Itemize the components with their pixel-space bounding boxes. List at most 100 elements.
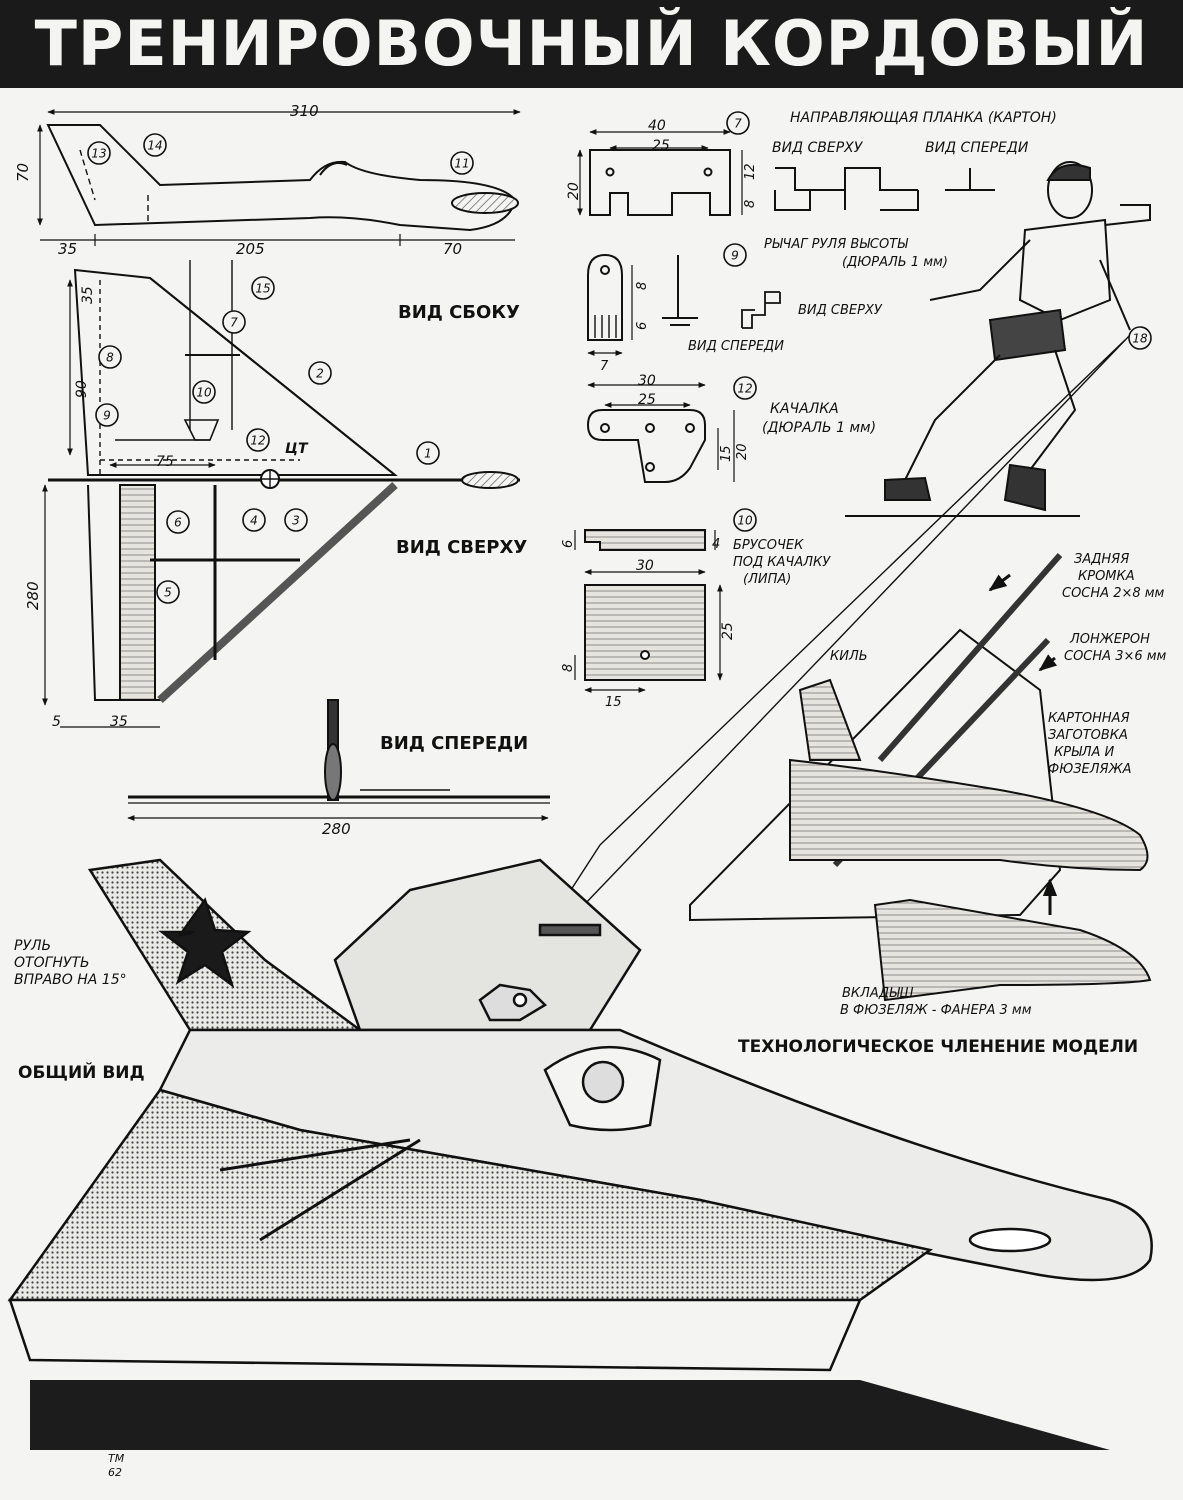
guide-dim-8: 8: [743, 200, 758, 208]
block-dim-8: 8: [561, 664, 576, 672]
bellcrank-title-line2: (ДЮРАЛЬ 1 мм): [762, 420, 876, 436]
publisher-mark-line2: 62: [108, 1466, 122, 1479]
top-view-drawing: [42, 260, 520, 728]
top-dim-280: 280: [24, 581, 42, 610]
rudder-note-line2: ОТОГНУТЬ: [14, 955, 90, 971]
block-dim-4: 4: [712, 537, 720, 552]
lever-dim-8: 8: [635, 282, 650, 290]
blank-line4: ФЮЗЕЛЯЖА: [1048, 762, 1131, 777]
fin-label: КИЛЬ: [830, 649, 868, 664]
callout-number-12: 12: [250, 434, 265, 448]
trailing-edge-line2: КРОМКА: [1078, 569, 1135, 584]
lever-title-line1: РЫЧАГ РУЛЯ ВЫСОТЫ: [764, 237, 909, 252]
spar-line2: СОСНА 3×6 мм: [1064, 649, 1167, 664]
side-view-label: ВИД СБОКУ: [398, 302, 520, 323]
top-dim-35: 35: [80, 286, 96, 304]
callout-number-8: 8: [106, 351, 114, 365]
callout-number-11: 11: [454, 157, 469, 171]
blank-line1: КАРТОННАЯ: [1048, 711, 1130, 726]
lever-title-line2: (ДЮРАЛЬ 1 мм): [842, 255, 948, 270]
rudder-note-line3: ВПРАВО НА 15°: [14, 972, 127, 988]
bellcrank-block-drawing: [574, 529, 723, 693]
side-dim-310: 310: [290, 102, 319, 120]
detail-number-7: 7: [734, 117, 742, 131]
side-view-drawing: [37, 109, 521, 246]
detail-number-12: 12: [737, 382, 752, 396]
callout-number-9: 9: [103, 409, 111, 423]
guide-dim-25: 25: [652, 138, 670, 154]
bellcrank-drawing: [586, 382, 735, 483]
block-dim-25: 25: [720, 622, 736, 640]
trailing-edge-line1: ЗАДНЯЯ: [1074, 552, 1129, 567]
lever-dim-7: 7: [600, 359, 609, 374]
callout-circle: [284, 508, 308, 532]
callout-circle: [733, 508, 757, 532]
callout-circle: [98, 345, 122, 369]
callout-number-1: 1: [424, 447, 432, 461]
top-dim-75: 75: [156, 454, 174, 470]
detail-number-10: 10: [737, 514, 753, 528]
side-dim-70-height: 70: [14, 163, 32, 182]
blank-line3: КРЫЛА И: [1054, 745, 1115, 760]
callout-number-6: 6: [174, 516, 182, 530]
bellcrank-dim-25: 25: [638, 392, 656, 408]
general-view-label: ОБЩИЙ ВИД: [18, 1061, 145, 1083]
callout-circle: [143, 133, 167, 157]
callout-number-3: 3: [292, 514, 300, 528]
guide-plate-drawing: [577, 129, 995, 216]
cg-label: ЦТ: [285, 441, 309, 457]
callout-number-18: 18: [1132, 332, 1148, 346]
spar-line1: ЛОНЖЕРОН: [1069, 632, 1150, 647]
callout-number-2: 2: [316, 367, 324, 381]
block-dim-15: 15: [605, 695, 622, 710]
callout-circle: [723, 243, 747, 267]
guide-title: НАПРАВЛЯЮЩАЯ ПЛАНКА (КАРТОН): [790, 110, 1057, 126]
callout-circle: [192, 380, 216, 404]
lever-top-view: ВИД СВЕРХУ: [798, 303, 883, 318]
detail-number-9: 9: [731, 249, 739, 263]
elevator-lever-drawing: [587, 253, 781, 356]
rudder-note-line1: РУЛЬ: [14, 938, 51, 954]
callout-circle: [1128, 326, 1152, 350]
top-dim-5: 5: [52, 714, 61, 730]
callout-circle: [733, 376, 757, 400]
guide-dim-20: 20: [566, 182, 582, 200]
insert-line2: В ФЮЗЕЛЯЖ - ФАНЕРА 3 мм: [840, 1003, 1032, 1018]
callout-number-5: 5: [164, 586, 172, 600]
callout-circle: [222, 310, 246, 334]
callout-number-13: 13: [91, 147, 106, 161]
callout-circle: [450, 151, 474, 175]
bellcrank-dim-30: 30: [638, 373, 656, 389]
top-dim-90: 90: [74, 380, 90, 398]
callout-circle: [242, 508, 266, 532]
blank-line2: ЗАГОТОВКА: [1048, 728, 1128, 743]
callout-number-7: 7: [230, 316, 238, 330]
tech-breakdown-drawing: [689, 553, 1152, 1002]
bellcrank-title-line1: КАЧАЛКА: [770, 401, 839, 417]
bellcrank-dim-15: 15: [719, 445, 734, 462]
callout-circle: [246, 428, 270, 452]
block-title-line2: ПОД КАЧАЛКУ: [733, 555, 831, 570]
guide-front-view: ВИД СПЕРЕДИ: [925, 140, 1029, 156]
block-dim-6: 6: [561, 540, 576, 548]
callout-circle: [726, 111, 750, 135]
callout-circle: [87, 141, 111, 165]
callout-circle: [166, 510, 190, 534]
guide-dim-12: 12: [743, 163, 758, 180]
front-view-label: ВИД СПЕРЕДИ: [380, 733, 528, 754]
callout-circle: [251, 276, 275, 300]
callout-number-10: 10: [196, 386, 212, 400]
insert-line1: ВКЛАДЫШ: [842, 986, 914, 1001]
block-dim-30: 30: [636, 558, 654, 574]
lever-front-view: ВИД СПЕРЕДИ: [688, 339, 784, 354]
general-view-glider: [7, 858, 1153, 1450]
side-dim-35: 35: [58, 240, 77, 258]
front-view-drawing: [127, 699, 550, 821]
top-view-label: ВИД СВЕРХУ: [396, 537, 527, 558]
tech-breakdown-label: ТЕХНОЛОГИЧЕСКОЕ ЧЛЕНЕНИЕ МОДЕЛИ: [738, 1037, 1138, 1057]
bellcrank-dim-20: 20: [735, 443, 750, 460]
block-title-line1: БРУСОЧЕК: [733, 538, 804, 553]
callout-number-15: 15: [255, 282, 270, 296]
